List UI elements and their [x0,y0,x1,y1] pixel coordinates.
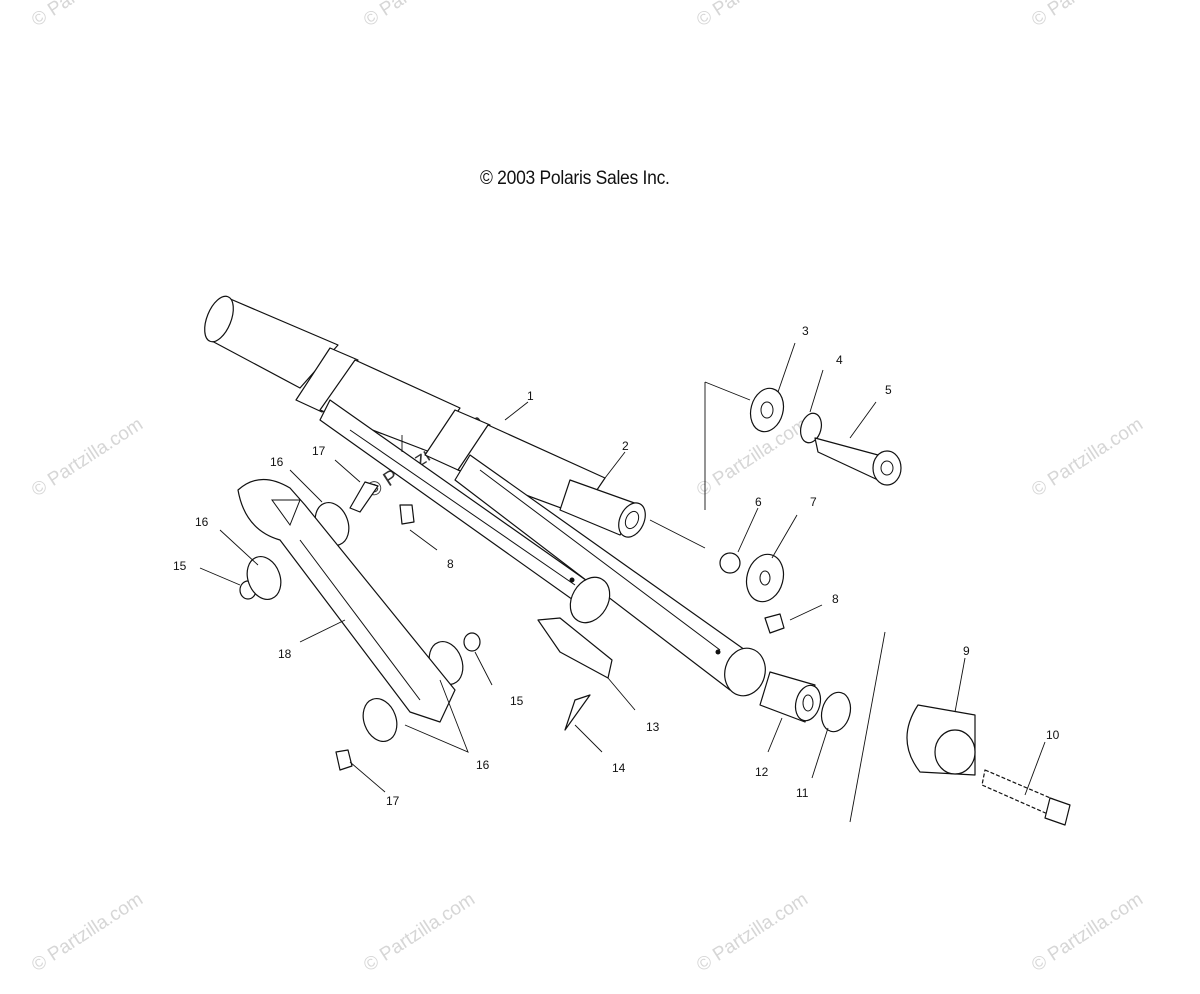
callout-16: 16 [476,758,490,772]
callout-15: 15 [510,694,524,708]
part-7-washer [745,553,785,603]
part-6-nut [719,552,741,574]
callout-6: 6 [755,495,762,509]
part-8-grease-fitting [399,504,415,525]
callout-13: 13 [646,720,660,734]
callout-1: 1 [527,389,534,403]
callout-8: 8 [832,592,839,606]
part-17-bolt [335,749,353,771]
callout-8: 8 [447,557,454,571]
part-18-link [237,478,456,723]
part-14-pin [564,694,591,731]
part-15-nut [463,632,481,652]
part-2-bushing [559,479,646,538]
part-8-grease-fitting [764,613,785,634]
callout-15: 15 [173,559,187,573]
callout-12: 12 [755,765,769,779]
leader-lines [199,342,1046,796]
part-3-washer [749,387,785,433]
part-9-hub [906,704,976,776]
part-13-bracket [537,617,613,679]
callout-2: 2 [622,439,629,453]
callout-16: 16 [270,455,284,469]
divider-line [849,631,886,823]
part-12-sleeve [724,647,822,723]
callout-14: 14 [612,761,626,775]
callout-3: 3 [802,324,809,338]
callout-7: 7 [810,495,817,509]
callout-18: 18 [278,647,292,661]
callout-16: 16 [195,515,209,529]
callout-5: 5 [885,383,892,397]
copyright-notice: © 2003 Polaris Sales Inc. [480,168,670,189]
part-5-bolt [814,437,902,486]
part-17-bolt [349,481,379,513]
callout-4: 4 [836,353,843,367]
callout-11: 11 [796,786,809,800]
part-16-washer [362,698,398,742]
part-16-washer [246,556,282,600]
callout-10: 10 [1046,728,1060,742]
callout-17: 17 [386,794,400,808]
part-10-bolt [981,769,1071,826]
part-4-ring [799,412,823,444]
callout-17: 17 [312,444,326,458]
part-11-o-ring [820,691,852,733]
callout-9: 9 [963,644,970,658]
